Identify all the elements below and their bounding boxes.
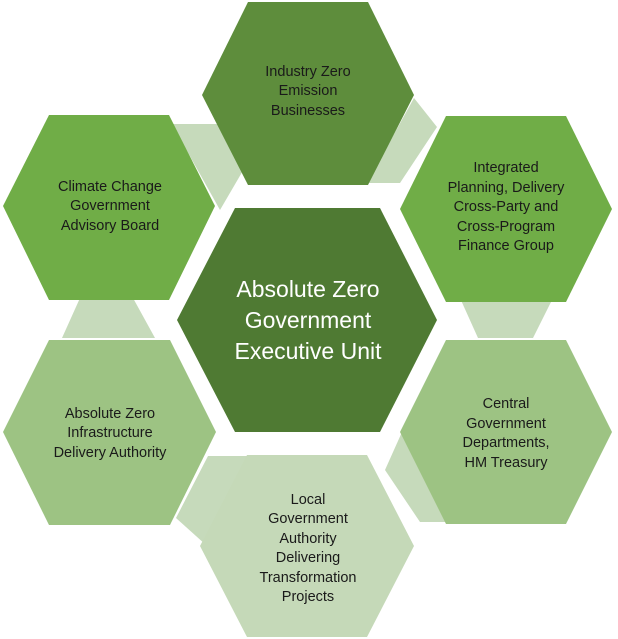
hex-infrastructure: [3, 340, 216, 525]
hex-integrated: [400, 116, 612, 302]
integrated-label: Integrated Planning, Delivery Cross-Part…: [447, 160, 565, 255]
hex-climate: [3, 115, 215, 300]
industry-label: Industry Zero Emission Businesses: [265, 63, 351, 119]
connector-local-infrastructure: [176, 456, 250, 545]
connector-integrated-central: [460, 298, 553, 338]
hex-industry: [202, 2, 414, 185]
connector-industry-integrated: [367, 98, 437, 183]
climate-label: Climate Change Government Advisory Board: [58, 178, 162, 234]
hex-center: [177, 208, 437, 432]
center-label: Absolute Zero Government Executive Unit: [234, 275, 382, 364]
connector-infrastructure-climate: [62, 298, 155, 338]
local-label: Local Government Authority Delivering Tr…: [259, 491, 357, 606]
hex-central: [400, 340, 612, 524]
hex-local: [200, 455, 414, 637]
central-label: Central Government Departments, HM Treas…: [462, 396, 550, 471]
infrastructure-label: Absolute Zero Infrastructure Delivery Au…: [53, 405, 167, 461]
